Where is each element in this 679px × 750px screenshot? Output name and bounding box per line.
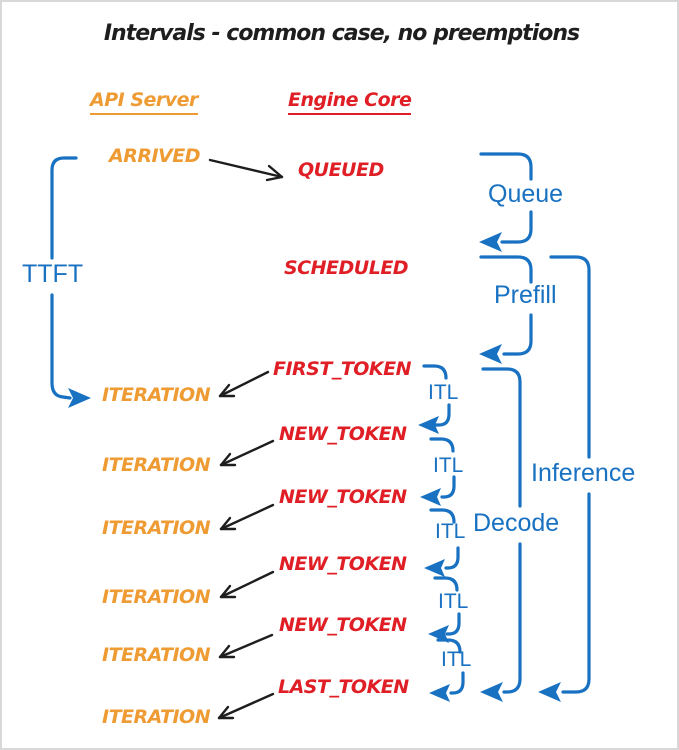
- queue-arrowhead-icon: [479, 232, 502, 252]
- inference-arrowhead-icon: [538, 682, 561, 702]
- arrow-new-token-2-to-iteration-3: [219, 503, 275, 531]
- interval-label-queue: Queue: [488, 180, 564, 208]
- column-header-api-server: API Server: [90, 91, 198, 115]
- itl-arrowhead-2-icon: [420, 488, 441, 506]
- arrow-arrived-to-queued: [208, 158, 284, 182]
- itl-bracket-1: [418, 364, 451, 434]
- itl-bracket-2: [420, 437, 456, 506]
- event-iteration-5: ITERATION: [102, 644, 211, 666]
- diagram-title: Intervals - common case, no preemptions: [103, 21, 580, 46]
- itl-arrowhead-3-icon: [424, 559, 445, 577]
- event-last-token: LAST_TOKEN: [278, 676, 409, 698]
- event-scheduled: SCHEDULED: [284, 257, 409, 279]
- arrow-new-token-3-to-iteration-4: [219, 570, 275, 599]
- interval-label-prefill: Prefill: [494, 281, 557, 309]
- interval-label-itl-5: ITL: [441, 648, 472, 671]
- interval-label-decode: Decode: [473, 509, 560, 537]
- itl-bracket-3: [424, 508, 460, 577]
- itl-arrowhead-5-icon: [429, 684, 450, 702]
- event-iteration-2: ITERATION: [102, 454, 211, 476]
- arrow-new-token-1-to-iteration-2: [219, 439, 275, 467]
- event-new-token-2: NEW_TOKEN: [279, 486, 407, 508]
- event-new-token-1: NEW_TOKEN: [279, 423, 407, 445]
- event-first-token: FIRST_TOKEN: [273, 358, 412, 380]
- column-header-engine-core: Engine Core: [288, 91, 412, 115]
- event-arrived: ARRIVED: [109, 145, 201, 167]
- interval-label-itl-3: ITL: [435, 520, 466, 543]
- arrow-new-token-4-to-iteration-5: [218, 633, 274, 659]
- event-iteration-1: ITERATION: [102, 384, 211, 406]
- itl-bracket-5: [429, 638, 465, 702]
- decode-arrowhead-icon: [480, 682, 503, 702]
- queue-bracket: [479, 152, 533, 252]
- event-queued: QUEUED: [298, 159, 384, 181]
- prefill-arrowhead-icon: [479, 344, 502, 364]
- interval-label-itl-1: ITL: [428, 381, 459, 404]
- decode-bracket: [480, 367, 522, 702]
- arrow-first-token-to-iteration-1: [218, 370, 270, 398]
- event-iteration-6: ITERATION: [102, 706, 211, 728]
- interval-label-inference: Inference: [531, 459, 636, 487]
- event-iteration-3: ITERATION: [102, 517, 211, 539]
- arrow-last-token-to-iteration-6: [217, 692, 275, 720]
- inference-bracket: [538, 255, 591, 702]
- event-iteration-4: ITERATION: [102, 586, 211, 608]
- ttft-bracket: [50, 156, 91, 408]
- event-new-token-4: NEW_TOKEN: [279, 614, 407, 636]
- itl-arrowhead-1-icon: [418, 416, 439, 434]
- ttft-arrowhead-icon: [68, 388, 91, 408]
- event-new-token-3: NEW_TOKEN: [279, 553, 407, 575]
- interval-label-itl-2: ITL: [433, 454, 464, 477]
- prefill-bracket: [479, 255, 533, 364]
- interval-label-itl-4: ITL: [438, 590, 469, 613]
- interval-label-ttft: TTFT: [22, 260, 84, 288]
